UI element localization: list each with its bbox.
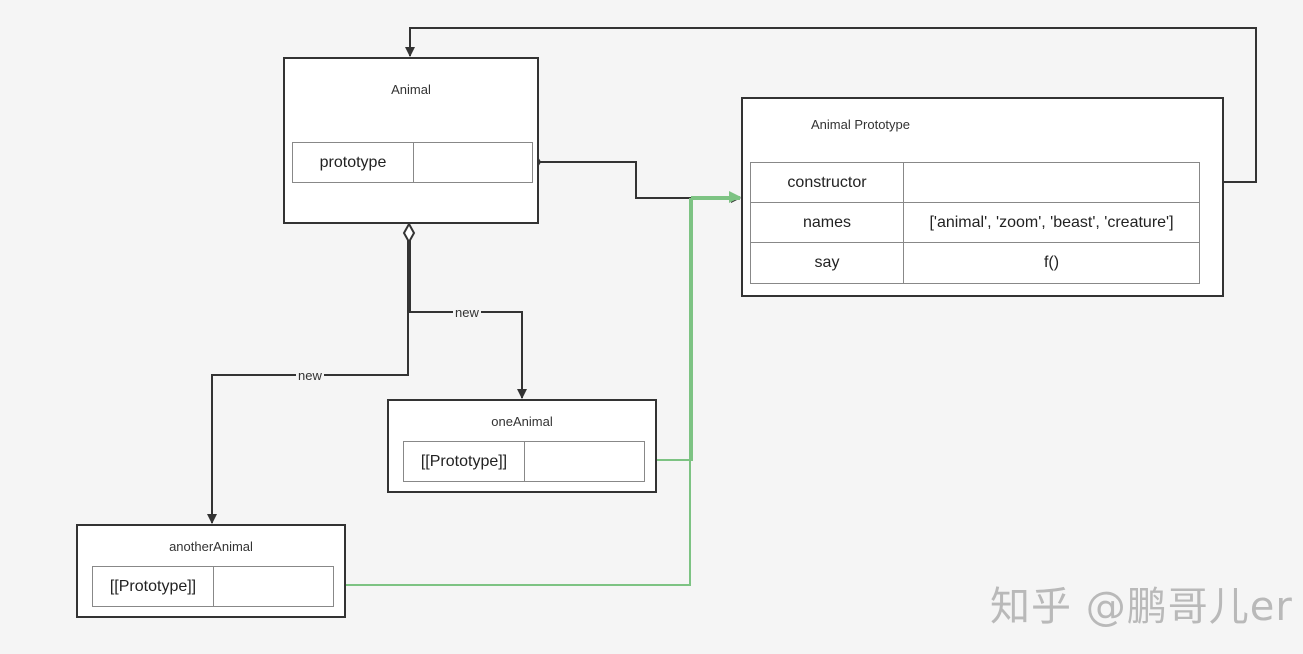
- animal-title: Animal: [391, 82, 431, 97]
- constructor-link: [405, 27, 1257, 183]
- prototype-row-say: say f(): [750, 242, 1200, 284]
- animal-prototype-row: prototype: [292, 142, 533, 183]
- one-animal-title: oneAnimal: [491, 414, 553, 429]
- names-key: names: [802, 213, 852, 231]
- prototype-row-constructor: constructor: [750, 162, 1200, 203]
- another-animal-node: anotherAnimal [[Prototype]]: [76, 524, 346, 618]
- one-animal-prototype-label: [[Prototype]]: [420, 452, 508, 470]
- another-animal-prototype-label: [[Prototype]]: [109, 577, 197, 595]
- one-animal-proto-link: [648, 191, 741, 461]
- animal-node: Animal prototype: [283, 57, 539, 224]
- watermark: 知乎 @鹏哥儿er: [990, 584, 1293, 630]
- names-value: ['animal', 'zoom', 'beast', 'creature']: [903, 203, 1199, 242]
- say-value: f(): [903, 243, 1199, 283]
- new-label-another-animal: new: [296, 368, 324, 383]
- another-animal-prototype-value: [213, 567, 333, 606]
- another-animal-title: anotherAnimal: [169, 539, 253, 554]
- one-animal-prototype-row: [[Prototype]]: [403, 441, 645, 482]
- another-animal-proto-link: [337, 198, 740, 586]
- new-label-one-animal: new: [453, 305, 481, 320]
- say-key: say: [814, 254, 840, 271]
- animal-prototype-node: Animal Prototype constructor names ['ani…: [741, 97, 1224, 297]
- one-animal-prototype-value: [524, 442, 644, 481]
- one-animal-node: oneAnimal [[Prototype]]: [387, 399, 657, 493]
- constructor-value: [903, 163, 1199, 202]
- prototype-link: [536, 161, 741, 203]
- animal-prototype-label: prototype: [319, 153, 387, 171]
- prototype-row-names: names ['animal', 'zoom', 'beast', 'creat…: [750, 202, 1200, 243]
- animal-prototype-title: Animal Prototype: [811, 117, 910, 132]
- constructor-key: constructor: [787, 173, 867, 191]
- another-animal-prototype-row: [[Prototype]]: [92, 566, 334, 607]
- aggregation-diamond: [402, 221, 416, 245]
- animal-prototype-value: [413, 143, 532, 182]
